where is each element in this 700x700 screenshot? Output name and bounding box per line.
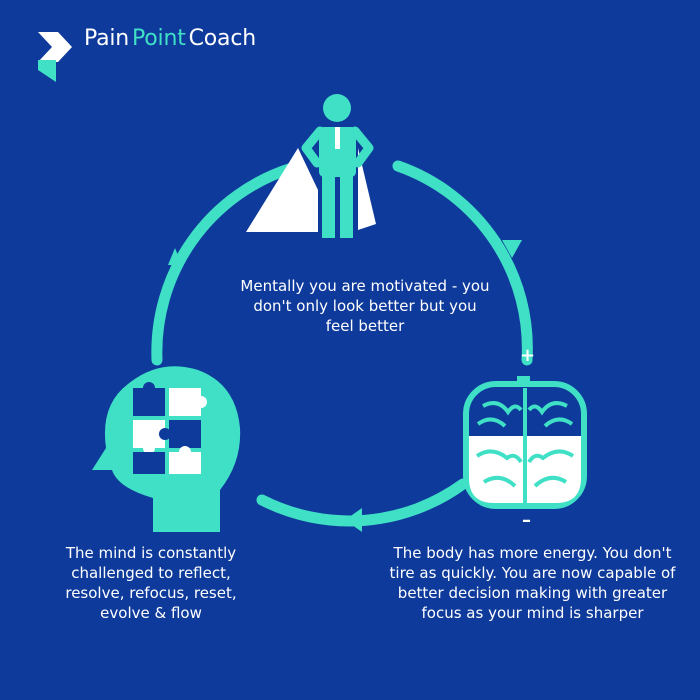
superhero-icon bbox=[246, 94, 376, 238]
cycle-arrow-icon bbox=[345, 508, 362, 532]
step-right-caption: The body has more energy. You don't tire… bbox=[389, 544, 676, 622]
cycle-arrow-icon bbox=[502, 240, 522, 258]
cycle-arrow-icon bbox=[168, 248, 182, 265]
brand-logo-icon bbox=[38, 32, 72, 82]
puzzle-head-icon bbox=[92, 366, 241, 532]
brand-name-part3: Coach bbox=[188, 26, 257, 51]
cycle-arc-top-right bbox=[392, 160, 533, 366]
step-top-caption: Mentally you are motivated - you don't o… bbox=[240, 277, 490, 335]
cycle-arc-bottom bbox=[256, 478, 469, 527]
brand-name-part1: Pain bbox=[84, 26, 130, 51]
brain-minus-marker: – bbox=[522, 510, 531, 531]
cycle-arc-left bbox=[151, 162, 298, 366]
brain-plus-marker: + bbox=[520, 345, 536, 366]
step-left-caption: The mind is constantly challenged to ref… bbox=[65, 544, 237, 622]
brand-name-part2: Point bbox=[132, 26, 186, 51]
brain-battery-icon bbox=[463, 376, 587, 509]
